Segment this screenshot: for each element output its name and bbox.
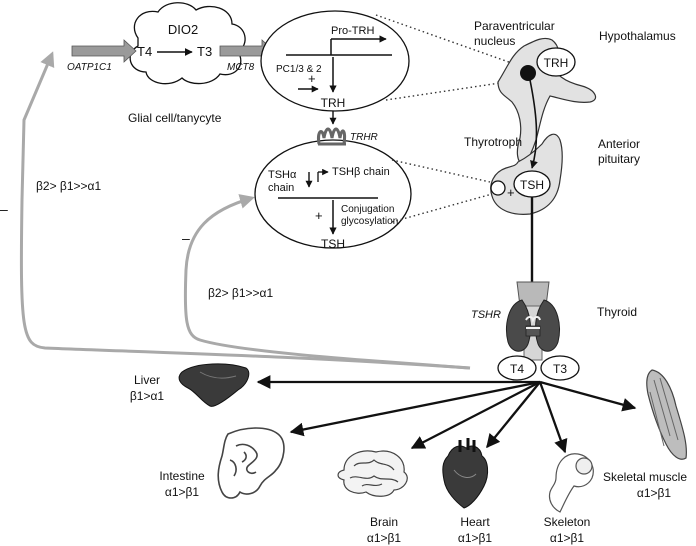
glial-t4-label: T4: [137, 44, 152, 59]
trh-axon-arrow: [529, 79, 538, 169]
arrow-to-skeletal-muscle: [539, 380, 637, 412]
pro-trh-label: Pro-TRH: [331, 25, 374, 37]
pvn-label-line2: nucleus: [474, 34, 515, 48]
intestine-icon: [217, 427, 285, 499]
tsh-node-label: TSH: [520, 178, 544, 192]
dio2-label: DIO2: [168, 22, 198, 37]
thyrotroph-receptor-circle: [490, 180, 506, 196]
tsh-alpha-line2: chain: [268, 182, 294, 194]
trh-node-label: TRH: [544, 56, 569, 70]
tissue-arrows: [256, 375, 637, 454]
thyroid-gland: TSHR Thyroid T4 T3: [471, 281, 637, 381]
tissue-labels: Liver β1>α1 Intestine α1>β1 Brain α1>β1 …: [130, 373, 687, 545]
intestine-receptor: α1>β1: [165, 485, 200, 499]
liver-icon: [178, 363, 250, 407]
thyroid-left-lobe: [506, 299, 531, 352]
liver-name: Liver: [134, 373, 160, 387]
glial-cell-caption: Glial cell/tanycyte: [128, 111, 222, 125]
skeleton-icon: [548, 453, 594, 513]
conjugation-line2: glycosylation: [341, 216, 398, 227]
skeleton-receptor: α1>β1: [550, 531, 585, 545]
brain-receptor: α1>β1: [367, 531, 402, 545]
skeletal-muscle-icon: [646, 369, 687, 460]
skeleton-name: Skeleton: [544, 515, 591, 529]
trh-neuron-cell: Pro-TRH PC1/3 & 2 + TRH: [260, 10, 410, 125]
heart-icon: [442, 438, 489, 509]
thyroid-follicle-mark: [525, 316, 541, 329]
skeletal-muscle-name: Skeletal muscle: [603, 470, 687, 484]
thyroid-title: Thyroid: [597, 305, 637, 319]
zoom-line-neuron-top: [375, 14, 521, 67]
outer-feedback-sign: –: [0, 201, 8, 217]
thyrotroph-plus: +: [315, 208, 323, 223]
trhr-receptor-glyph: [317, 127, 346, 146]
trhr-label: TRHR: [350, 132, 378, 143]
brain-icon: [337, 450, 408, 497]
arrow-to-skeleton: [538, 381, 568, 454]
oatp1c1-label: OATP1C1: [67, 62, 112, 73]
conjugation-line1: Conjugation: [341, 204, 394, 215]
thyroid-right-lobe: [535, 299, 560, 352]
glial-t3-label: T3: [197, 44, 212, 59]
liver-receptor: β1>α1: [130, 389, 165, 403]
tsh-beta-label: TSHβ chain: [332, 166, 390, 178]
hypothalamus-title: Hypothalamus: [599, 29, 676, 43]
thyrotroph-product: TSH: [321, 237, 345, 251]
inner-feedback-arrow: [183, 194, 471, 370]
skeletal-muscle-receptor: α1>β1: [637, 486, 672, 500]
pituitary-plus: +: [507, 185, 515, 200]
outer-feedback-selectivity: β2> β1>>α1: [36, 179, 101, 193]
outer-feedback-arrow: [19, 51, 471, 370]
anterior-pituitary-line1: Anterior: [598, 137, 640, 151]
thyroid-t3-ellipse: [540, 355, 580, 381]
anatomy-labels: Hypothalamus Paraventricular nucleus Thy…: [464, 19, 676, 166]
feedback-arrows: – β2> β1>>α1 – β2> β1>>α1: [0, 51, 471, 370]
glial-cell-group: DIO2 T4 T3 OATP1C1 MCT8 Glial cell/tanyc…: [67, 2, 275, 125]
oatp1c1-transporter-arrow: [71, 39, 137, 63]
intestine-name: Intestine: [159, 469, 205, 483]
tshr-label: TSHR: [471, 309, 501, 321]
inner-feedback-selectivity: β2> β1>>α1: [208, 286, 273, 300]
trh-neuron-plus: +: [308, 71, 316, 86]
heart-name: Heart: [460, 515, 490, 529]
trh-node-ellipse: [536, 47, 576, 77]
thyrotroph-cell: TRHR TSHα chain TSHβ chain + Conjugation…: [254, 127, 412, 251]
tsh-alpha-line1: TSHα: [268, 169, 297, 181]
mct8-label: MCT8: [227, 62, 255, 73]
zoom-line-thyrotroph-top: [391, 159, 491, 183]
pvn-neuron-dot: [520, 65, 536, 81]
thyrotroph-label: Thyrotroph: [464, 135, 522, 149]
arrow-to-brain: [410, 380, 541, 450]
trh-neuron-product: TRH: [321, 96, 346, 110]
thyroid-t4-label: T4: [510, 362, 524, 376]
brain-name: Brain: [370, 515, 398, 529]
thyroid-t4-ellipse: [497, 355, 537, 381]
anterior-pituitary-line2: pituitary: [598, 152, 640, 166]
hypothalamus-pituitary-anatomy: TRH TSH +: [490, 37, 597, 327]
pvn-label-line1: Paraventricular: [474, 19, 555, 33]
arrow-to-heart: [486, 381, 541, 449]
trh-neuron-ellipse: [260, 10, 410, 112]
thyroid-t3-label: T3: [553, 362, 567, 376]
zoom-line-thyrotroph-bottom: [391, 193, 493, 223]
arrow-to-intestine: [289, 380, 541, 437]
heart-receptor: α1>β1: [458, 531, 493, 545]
thyrotroph-ellipse: [254, 139, 412, 249]
pc13-label: PC1/3 & 2: [276, 64, 322, 75]
inner-feedback-sign: –: [182, 230, 190, 246]
